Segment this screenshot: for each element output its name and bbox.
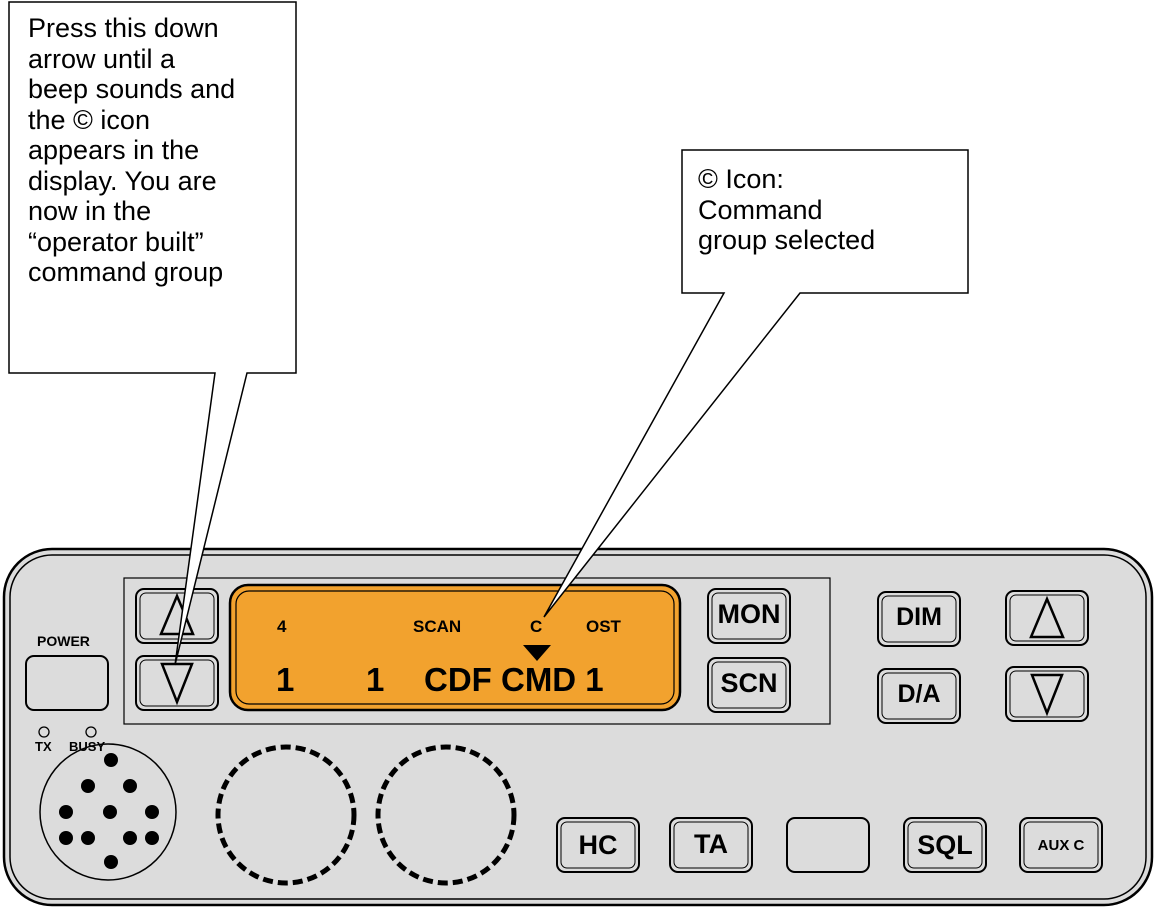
da-button[interactable]: [877, 668, 961, 724]
ta-button[interactable]: [669, 817, 753, 873]
lcd-scan-label: SCAN: [413, 617, 462, 636]
triangle-down-icon: [160, 662, 194, 706]
speaker-holes: [59, 753, 159, 869]
tx-led: [38, 726, 50, 738]
lcd-ost-label: OST: [586, 617, 621, 636]
ta-button-inner: [673, 821, 749, 869]
triangle-down-icon: [1030, 673, 1064, 717]
triangle-up-icon: [1029, 595, 1065, 639]
busy-led: [85, 726, 97, 738]
lcd-channel-name: CDF CMD 1: [424, 661, 604, 698]
right-up-arrow-button[interactable]: [1005, 590, 1089, 646]
right-down-arrow-button-inner: [1009, 670, 1085, 718]
speaker-hole: [145, 805, 159, 819]
scn-button[interactable]: [707, 657, 791, 713]
speaker-hole: [123, 831, 137, 845]
speaker-hole: [59, 831, 73, 845]
lcd-c-icon: C: [530, 617, 543, 636]
hc-button-label: HC: [578, 830, 618, 860]
speaker-hole: [59, 805, 73, 819]
da-button-inner: [881, 672, 957, 720]
display-bezel: [123, 577, 831, 725]
channel-knob[interactable]: [375, 744, 517, 886]
tx-label: TX: [35, 739, 52, 754]
sql-button[interactable]: [903, 817, 987, 873]
aux-button[interactable]: [1019, 817, 1103, 873]
ta-button-label: TA: [694, 829, 728, 859]
mon-button-inner: [711, 592, 787, 640]
volume-knob[interactable]: [215, 744, 357, 886]
blank-button[interactable]: [786, 817, 870, 873]
aux-button-label: AUX C: [1037, 837, 1085, 854]
dim-button-label: DIM: [896, 603, 942, 631]
mon-button[interactable]: [707, 588, 791, 644]
aux-button-inner: [1023, 821, 1099, 869]
lcd-display: [228, 583, 682, 712]
scn-button-label: SCN: [720, 668, 778, 698]
right-down-arrow-button[interactable]: [1005, 666, 1089, 722]
sql-button-label: SQL: [917, 830, 973, 860]
lcd-group-number: 1: [276, 661, 295, 698]
left-up-arrow-button[interactable]: [135, 588, 219, 644]
left-callout-box: [8, 1, 297, 666]
sql-button-inner: [907, 821, 983, 869]
right-up-arrow-button-inner: [1009, 594, 1085, 642]
speaker-hole: [104, 753, 118, 767]
lcd-top-left-digit: 4: [277, 617, 287, 636]
speaker-hole: [145, 831, 159, 845]
speaker-hole: [81, 831, 95, 845]
dim-button[interactable]: [877, 591, 961, 647]
power-label: POWER: [37, 633, 90, 649]
scn-button-inner: [711, 661, 787, 709]
right-callout-box: [543, 149, 969, 618]
da-button-label: D/A: [897, 680, 941, 708]
hc-button-inner: [560, 821, 636, 869]
lcd-channel-number: 1: [366, 661, 385, 698]
speaker-hole: [103, 805, 117, 819]
command-group-indicator-icon: [523, 645, 551, 661]
power-button[interactable]: [25, 655, 109, 711]
dim-button-inner: [881, 595, 957, 643]
right-callout-text: © Icon: Command group selected: [698, 164, 876, 255]
speaker-hole: [104, 855, 118, 869]
mon-button-label: MON: [717, 599, 781, 629]
left-callout-text: Press this down arrow until a beep sound…: [28, 13, 236, 287]
lcd-display-inner: [235, 590, 675, 705]
hc-button[interactable]: [556, 817, 640, 873]
speaker-hole: [81, 779, 95, 793]
busy-label: BUSY: [69, 739, 106, 754]
speaker-hole: [123, 779, 137, 793]
